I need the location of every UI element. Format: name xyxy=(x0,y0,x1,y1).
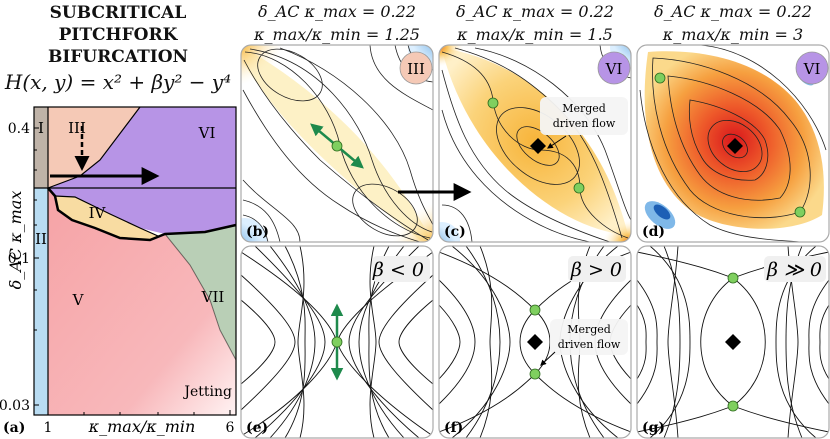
beta-e: β < 0 xyxy=(372,259,424,281)
panel-label-e: (e) xyxy=(246,420,268,436)
panel-label-f: (f) xyxy=(444,420,463,436)
panel-label-g: (g) xyxy=(642,420,665,436)
boundary-V-VII xyxy=(164,233,237,361)
panel-e: β < 0 (e) xyxy=(241,246,433,438)
beta-g: β ≫ 0 xyxy=(766,259,822,281)
phase-diagram-frame xyxy=(33,106,237,416)
ytick-0-4: 0.4 xyxy=(8,121,30,137)
label-region-III: III xyxy=(68,119,86,137)
hamiltonian-equation: H(x, y) = x² + βy² − y⁴ xyxy=(4,70,232,94)
label-region-IV: IV xyxy=(89,204,107,222)
panel-f: β > 0 Merged driven flow (f) xyxy=(439,246,631,438)
annotation-c-line1: Merged xyxy=(562,102,606,115)
label-region-I: I xyxy=(38,119,44,137)
column-header-c-line1: δ_AC κ_max = 0.22 xyxy=(456,2,614,21)
figure-title: SUBCRITICAL PITCHFORK BIFURCATION xyxy=(0,2,236,68)
column-header-b-line1: δ_AC κ_max = 0.22 xyxy=(258,2,416,21)
column-header-d: δ_AC κ_max = 0.22 κ_max/κ_min = 3 xyxy=(638,2,828,44)
annotation-c-line2: driven flow xyxy=(553,117,616,130)
node-c-bottom xyxy=(573,182,585,194)
ylabel: δ_AC κ_max xyxy=(6,191,25,290)
panel-label-d: (d) xyxy=(642,224,665,240)
xtick-1: 1 xyxy=(44,420,53,436)
column-header-d-line2: κ_max/κ_min = 3 xyxy=(662,25,804,44)
node-e xyxy=(331,336,343,348)
panel-label-b: (b) xyxy=(246,224,269,240)
column-header-b-line2: κ_max/κ_min = 1.25 xyxy=(254,25,420,44)
annotation-f-line1: Merged xyxy=(567,323,611,336)
title-line-1: SUBCRITICAL xyxy=(49,3,187,23)
region-I-fill xyxy=(34,107,48,188)
diamond-g xyxy=(725,334,741,350)
node-b xyxy=(331,140,343,152)
phase-diagram: I II III IV V VI VII Jetting 0.4 0.1 0.0… xyxy=(0,106,237,436)
node-c-top xyxy=(487,97,499,109)
region-III-fill xyxy=(48,107,140,188)
tick-marks xyxy=(34,127,231,415)
diamond-d xyxy=(727,138,743,154)
boundary-III-VI xyxy=(47,106,141,189)
label-region-VII: VII xyxy=(201,288,225,306)
label-region-V: V xyxy=(72,291,85,309)
title-line-2: PITCHFORK xyxy=(58,25,178,45)
column-header-c: δ_AC κ_max = 0.22 κ_max/κ_min = 1.5 xyxy=(440,2,630,44)
panel-d: VI (d) xyxy=(637,45,829,242)
node-f-bottom xyxy=(529,368,541,380)
column-header-d-line1: δ_AC κ_max = 0.22 xyxy=(654,2,812,21)
panel-label-c: (c) xyxy=(444,224,466,240)
badge-VI-c: VI xyxy=(605,60,623,78)
diamond-f xyxy=(527,334,543,350)
region-V-fill xyxy=(48,188,236,415)
region-VII-fill xyxy=(165,225,236,360)
node-d-bottom xyxy=(794,206,806,218)
node-d-top xyxy=(654,72,666,84)
badge-VI-d: VI xyxy=(803,60,821,78)
label-jetting: Jetting xyxy=(182,384,232,400)
annotation-f-line2: driven flow xyxy=(558,338,621,351)
region-II-fill xyxy=(34,188,48,415)
diamond-c xyxy=(530,138,546,154)
ytick-0-03: 0.03 xyxy=(0,398,30,414)
title-line-3: BIFURCATION xyxy=(47,47,189,67)
label-region-VI: VI xyxy=(198,124,216,142)
panel-b: III (b) xyxy=(241,45,433,242)
panel-g: β ≫ 0 (g) xyxy=(637,246,829,438)
xtick-6: 6 xyxy=(226,420,235,436)
xlabel: κ_max/κ_min xyxy=(88,417,196,436)
ytick-0-1: 0.1 xyxy=(8,251,30,267)
label-region-II: II xyxy=(35,230,47,248)
column-header-c-line2: κ_max/κ_min = 1.5 xyxy=(457,25,613,44)
column-header-b: δ_AC κ_max = 0.22 κ_max/κ_min = 1.25 xyxy=(242,2,432,44)
boundary-IV-VI xyxy=(54,195,159,237)
node-g-top xyxy=(727,272,739,284)
region-IV-fill xyxy=(55,196,158,240)
panel-c: VI Merged driven flow (c) xyxy=(439,45,631,242)
badge-III: III xyxy=(407,60,425,78)
node-f-top xyxy=(529,304,541,316)
panel-label-a: (a) xyxy=(3,420,25,436)
node-g-bottom xyxy=(727,400,739,412)
boundary-IV-V xyxy=(47,187,237,242)
beta-f: β > 0 xyxy=(570,259,622,281)
